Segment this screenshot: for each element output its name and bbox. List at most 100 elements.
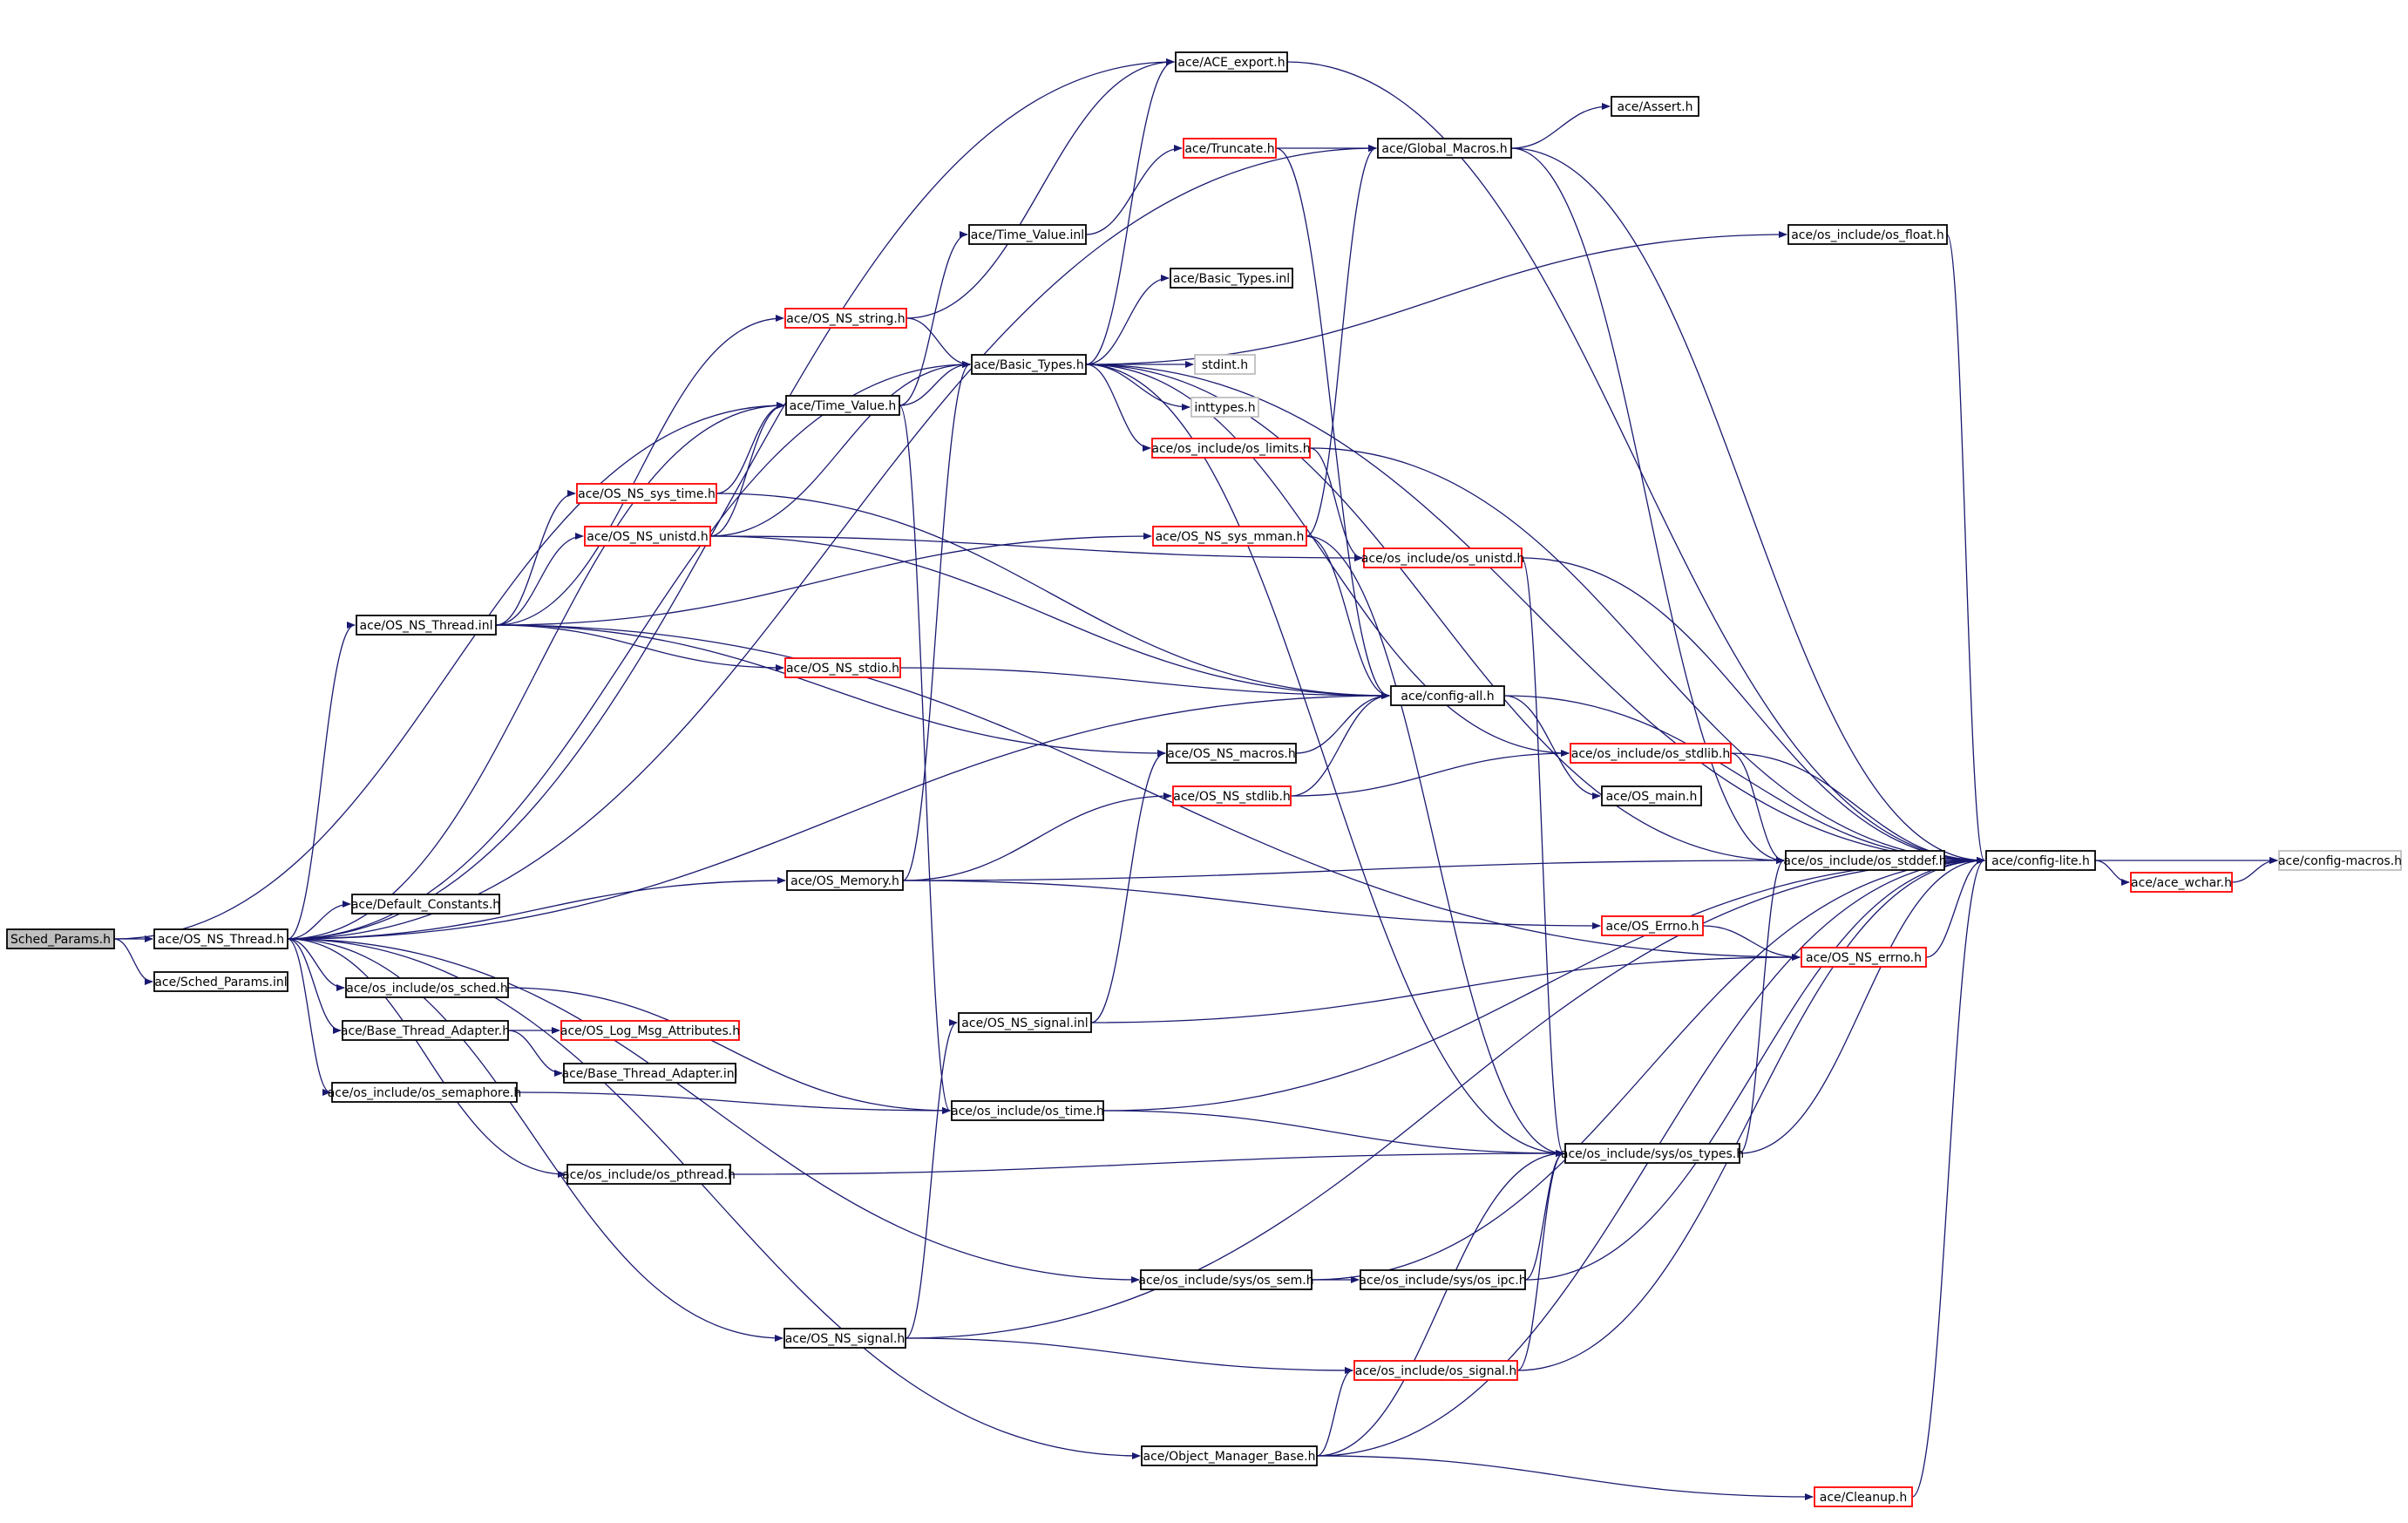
node-os-signal-h[interactable]: ace/os_include/os_signal.h <box>1353 1360 1518 1381</box>
node-default-constants-h[interactable]: ace/Default_Constants.h <box>351 894 500 914</box>
edge-os_ns_thread_inl-to-os_ns_unistd_h <box>495 533 584 626</box>
edge-os_pthread_h-to-os_types_h <box>729 1150 1564 1175</box>
edge-os_sem_h-to-config_lite_h <box>1311 857 1985 1281</box>
edge-os_types_h-to-os_stddef_h <box>1739 857 1785 1154</box>
edge-os_ns_thread_h-to-ace_export_h <box>287 58 1175 940</box>
node-global-macros-h[interactable]: ace/Global_Macros.h <box>1377 138 1512 159</box>
node-box <box>1183 138 1277 159</box>
node-box <box>1166 743 1297 764</box>
node-label: ace/OS_Memory.h <box>790 874 899 888</box>
edge-os_ns_sys_mman_h-to-global_macros_h <box>1306 145 1377 537</box>
edge-os_stdlib_h-to-os_stddef_h <box>1730 752 1785 864</box>
edge-global_macros_h-to-config_lite_h <box>1510 147 1985 864</box>
node-config-all-h[interactable]: ace/config-all.h <box>1390 685 1505 706</box>
node-basic-types-h[interactable]: ace/Basic_Types.h <box>971 354 1087 375</box>
edge-os_ns_thread_inl-to-os_ns_string_h <box>495 315 784 626</box>
node-box <box>584 526 711 547</box>
edge-os_memory_h-to-os_ns_stdlib_h <box>902 792 1172 881</box>
node-box <box>560 1020 740 1041</box>
edge-os_ns_thread_inl-to-os_ns_errno_h <box>495 624 1801 961</box>
node-os-types-h[interactable]: ace/os_include/sys/os_types.h <box>1561 1143 1744 1164</box>
edge-os_ipc_h-to-config_lite_h <box>1524 857 1985 1281</box>
node-label: ace/os_include/os_float.h <box>1791 228 1944 242</box>
node-label: ace/os_include/os_time.h <box>951 1105 1104 1118</box>
node-time-value-inl[interactable]: ace/Time_Value.inl <box>968 224 1087 245</box>
edge-base_thread_adapter_h-to-base_thread_adapter_inl <box>507 1030 563 1077</box>
node-ace-export-h[interactable]: ace/ACE_export.h <box>1175 51 1288 72</box>
edge-os_memory_h-to-os_errno_h <box>902 880 1601 929</box>
node-os-time-h[interactable]: ace/os_include/os_time.h <box>951 1100 1104 1121</box>
node-os-ns-macros-h[interactable]: ace/OS_NS_macros.h <box>1166 743 1297 764</box>
node-os-ns-sys-mman-h[interactable]: ace/OS_NS_sys_mman.h <box>1152 526 1307 547</box>
node-base-thread-adapter-inl[interactable]: ace/Base_Thread_Adapter.inl <box>561 1063 738 1084</box>
node-assert-h[interactable]: ace/Assert.h <box>1611 96 1699 117</box>
node-label: ace/OS_NS_signal.inl <box>961 1016 1088 1030</box>
node-os-ns-string-h[interactable]: ace/OS_NS_string.h <box>784 308 907 329</box>
node-box <box>1141 1445 1318 1466</box>
node-box <box>958 1012 1092 1033</box>
node-os-ns-thread-h[interactable]: ace/OS_NS_Thread.h <box>153 928 288 949</box>
node-ace-wchar-h[interactable]: ace/ace_wchar.h <box>2130 872 2233 893</box>
node-os-sem-h[interactable]: ace/os_include/sys/os_sem.h <box>1138 1269 1314 1290</box>
node-os-stdlib-h[interactable]: ace/os_include/os_stdlib.h <box>1570 743 1732 764</box>
edge-object_manager_base_h-to-os_types_h <box>1316 1150 1564 1457</box>
node-os-stddef-h[interactable]: ace/os_include/os_stddef.h <box>1783 850 1947 871</box>
node-box <box>786 870 904 891</box>
node-os-main-h[interactable]: ace/OS_main.h <box>1601 785 1702 806</box>
edge-os_float_h-to-config_lite_h <box>1946 234 1985 864</box>
node-os-limits-h[interactable]: ace/os_include/os_limits.h <box>1151 438 1311 459</box>
edge-os_ns_thread_h-to-os_ns_signal_h <box>287 938 783 1342</box>
edge-config_all_h-to-config_lite_h <box>1503 695 1985 864</box>
edge-os_ns_thread_h-to-object_manager_base_h <box>287 938 1141 1459</box>
node-os-sched-h[interactable]: ace/os_include/os_sched.h <box>345 977 509 998</box>
node-os-log-msg-attributes-h[interactable]: ace/OS_Log_Msg_Attributes.h <box>560 1020 740 1041</box>
edge-os_unistd_h-to-os_types_h <box>1521 557 1564 1157</box>
node-os-ns-signal-h[interactable]: ace/OS_NS_signal.h <box>783 1328 906 1349</box>
node-os-pthread-h[interactable]: ace/os_include/os_pthread.h <box>562 1164 736 1185</box>
node-os-memory-h[interactable]: ace/OS_Memory.h <box>786 870 904 891</box>
edge-os_ns_unistd_h-to-config_all_h <box>709 535 1390 699</box>
edge-object_manager_base_h-to-cleanup_h <box>1316 1455 1814 1500</box>
edge-basic_types_h-to-basic_types_inl <box>1085 275 1170 365</box>
node-os-ns-stdio-h[interactable]: ace/OS_NS_stdio.h <box>784 657 901 678</box>
node-os-ipc-h[interactable]: ace/os_include/sys/os_ipc.h <box>1359 1269 1527 1290</box>
node-os-semaphore-h[interactable]: ace/os_include/os_semaphore.h <box>328 1082 522 1103</box>
node-basic-types-inl[interactable]: ace/Basic_Types.inl <box>1170 268 1293 289</box>
node-os-ns-unistd-h[interactable]: ace/OS_NS_unistd.h <box>584 526 711 547</box>
node-label: ace/Global_Macros.h <box>1381 142 1507 156</box>
node-label: ace/OS_NS_errno.h <box>1806 951 1922 965</box>
node-label: ace/OS_NS_stdlib.h <box>1173 790 1291 804</box>
node-cleanup-h[interactable]: ace/Cleanup.h <box>1814 1486 1913 1507</box>
node-label: ace/OS_NS_unistd.h <box>587 530 709 544</box>
edge-time_value_h-to-os_time_h <box>899 405 951 1114</box>
node-box <box>1140 1269 1313 1290</box>
node-label: ace/OS_main.h <box>1606 790 1698 804</box>
node-sched-params-inl[interactable]: ace/Sched_Params.inl <box>153 971 288 992</box>
node-box <box>2130 872 2233 893</box>
node-sched-params-h[interactable]: Sched_Params.h <box>6 928 115 949</box>
node-box <box>6 928 115 949</box>
node-time-value-h[interactable]: ace/Time_Value.h <box>785 395 900 416</box>
node-os-ns-signal-inl[interactable]: ace/OS_NS_signal.inl <box>958 1012 1092 1033</box>
node-os-ns-thread-inl[interactable]: ace/OS_NS_Thread.inl <box>356 615 497 636</box>
edge-os_ns_stdio_h-to-config_all_h <box>899 667 1390 699</box>
edge-os_ns_errno_h-to-config_lite_h <box>1925 857 1985 958</box>
node-truncate-h[interactable]: ace/Truncate.h <box>1183 138 1277 159</box>
node-os-unistd-h[interactable]: ace/os_include/os_unistd.h <box>1361 547 1524 568</box>
node-os-ns-sys-time-h[interactable]: ace/OS_NS_sys_time.h <box>576 483 717 504</box>
node-label: ace/Time_Value.h <box>790 399 897 413</box>
edge-basic_types_h-to-os_limits_h <box>1085 364 1151 452</box>
node-label: ace/Default_Constants.h <box>351 898 500 912</box>
node-box <box>968 224 1087 245</box>
edge-os_ns_thread_h-to-base_thread_adapter_h <box>287 938 342 1034</box>
node-config-lite-h[interactable]: ace/config-lite.h <box>1985 850 2096 871</box>
node-label: ace/Basic_Types.h <box>973 358 1083 372</box>
node-os-ns-stdlib-h[interactable]: ace/OS_NS_stdlib.h <box>1172 785 1292 806</box>
edge-global_macros_h-to-assert_h <box>1510 103 1611 149</box>
node-box <box>351 894 500 914</box>
node-os-errno-h[interactable]: ace/OS_Errno.h <box>1601 915 1704 936</box>
node-os-float-h[interactable]: ace/os_include/os_float.h <box>1787 224 1948 245</box>
node-base-thread-adapter-h[interactable]: ace/Base_Thread_Adapter.h <box>341 1020 510 1041</box>
node-os-ns-errno-h[interactable]: ace/OS_NS_errno.h <box>1801 947 1927 968</box>
node-object-manager-base-h[interactable]: ace/Object_Manager_Base.h <box>1141 1445 1318 1466</box>
